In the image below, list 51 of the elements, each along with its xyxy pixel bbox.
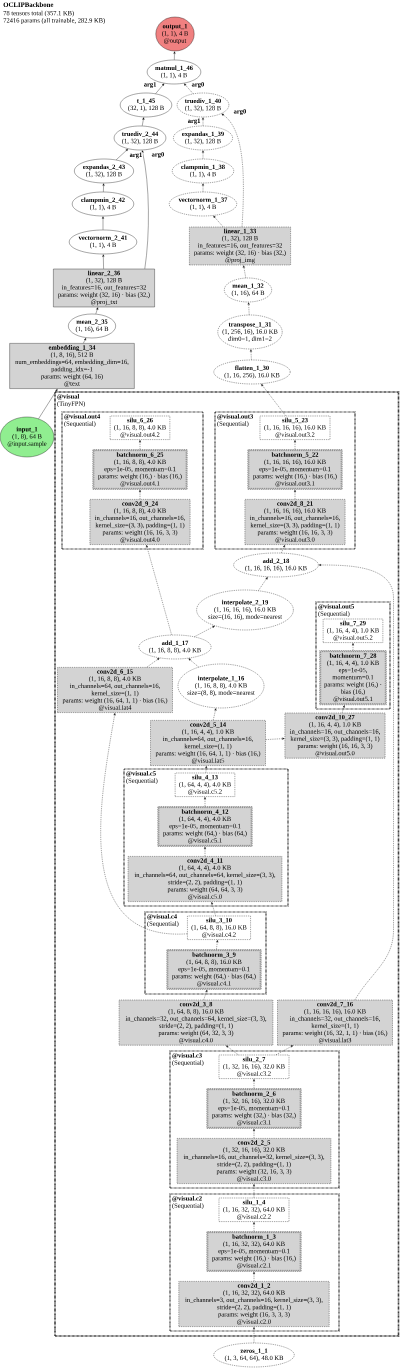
arrow bbox=[202, 150, 204, 159]
arrow bbox=[253, 1327, 255, 1343]
arrow bbox=[213, 708, 217, 721]
arrow bbox=[142, 117, 145, 127]
arrow bbox=[139, 489, 141, 500]
arrow bbox=[194, 625, 215, 637]
arrow bbox=[253, 1128, 255, 1139]
arrow bbox=[352, 643, 354, 651]
arrow bbox=[226, 1045, 239, 1055]
arrow bbox=[318, 564, 394, 1000]
arrow bbox=[102, 254, 105, 269]
arrow bbox=[146, 545, 172, 636]
arrow bbox=[202, 117, 204, 126]
arrow bbox=[247, 302, 250, 315]
arrow bbox=[281, 545, 285, 554]
arrow bbox=[115, 149, 128, 161]
arrow bbox=[100, 713, 188, 934]
arrow bbox=[139, 440, 141, 450]
arrow bbox=[221, 113, 244, 227]
arrow bbox=[294, 440, 296, 450]
arrow bbox=[188, 658, 199, 668]
arrow bbox=[38, 389, 58, 419]
arrow bbox=[173, 51, 176, 60]
arrow bbox=[250, 349, 252, 360]
arrow bbox=[83, 338, 87, 344]
arrow bbox=[213, 215, 224, 227]
arrow bbox=[203, 989, 208, 1000]
arrow bbox=[242, 265, 246, 279]
arrow bbox=[253, 1222, 255, 1232]
arrow bbox=[253, 1271, 255, 1282]
arrow bbox=[261, 384, 286, 416]
arrow bbox=[275, 1045, 294, 1055]
arrow bbox=[258, 577, 268, 591]
arrow bbox=[265, 737, 285, 740]
arrow bbox=[253, 1184, 255, 1198]
arrow bbox=[141, 150, 149, 269]
arrow bbox=[294, 489, 296, 500]
arrow bbox=[155, 83, 165, 94]
arrow bbox=[205, 766, 208, 773]
arrow bbox=[204, 797, 206, 807]
arrow bbox=[95, 307, 99, 315]
arrow bbox=[211, 902, 216, 916]
arrow bbox=[102, 183, 105, 192]
arrow bbox=[341, 705, 345, 713]
arrow bbox=[202, 183, 204, 192]
arrow bbox=[253, 1079, 255, 1089]
arrow bbox=[102, 216, 104, 230]
arrow bbox=[184, 83, 194, 94]
arrow bbox=[146, 658, 160, 668]
arrow bbox=[216, 940, 219, 950]
arrow bbox=[204, 846, 206, 857]
